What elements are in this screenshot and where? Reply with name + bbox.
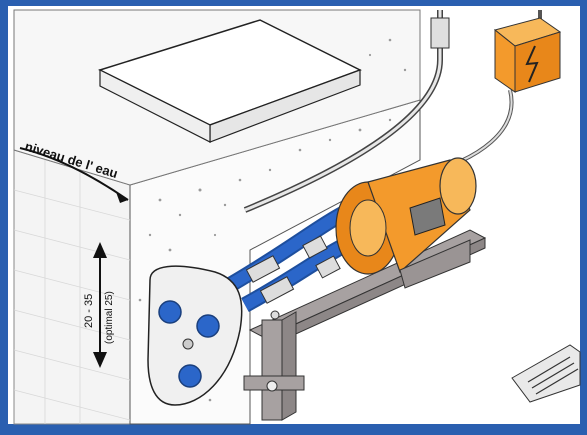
drain-grate [511, 344, 581, 403]
deck-slab [98, 19, 362, 143]
depth-range-label: 20 - 35 [83, 294, 95, 328]
pump-switch [409, 197, 446, 236]
jet-nozzle-upper-left [158, 300, 182, 324]
jet-nozzle-upper-right [196, 314, 220, 338]
pump-motor [335, 157, 477, 289]
air-valve [430, 17, 450, 49]
jet-front-panel [147, 265, 243, 406]
lightning-bolt-icon [525, 45, 539, 83]
pump-base [399, 239, 471, 289]
depth-optimal-label: (optimal 25) [104, 291, 115, 344]
air-hose [243, 10, 450, 213]
jet-nozzle-lower [178, 364, 202, 388]
junction-box [493, 17, 562, 93]
depth-dimension: 20 - 35 (optimal 25) [83, 242, 115, 368]
air-control-knob [182, 338, 194, 350]
